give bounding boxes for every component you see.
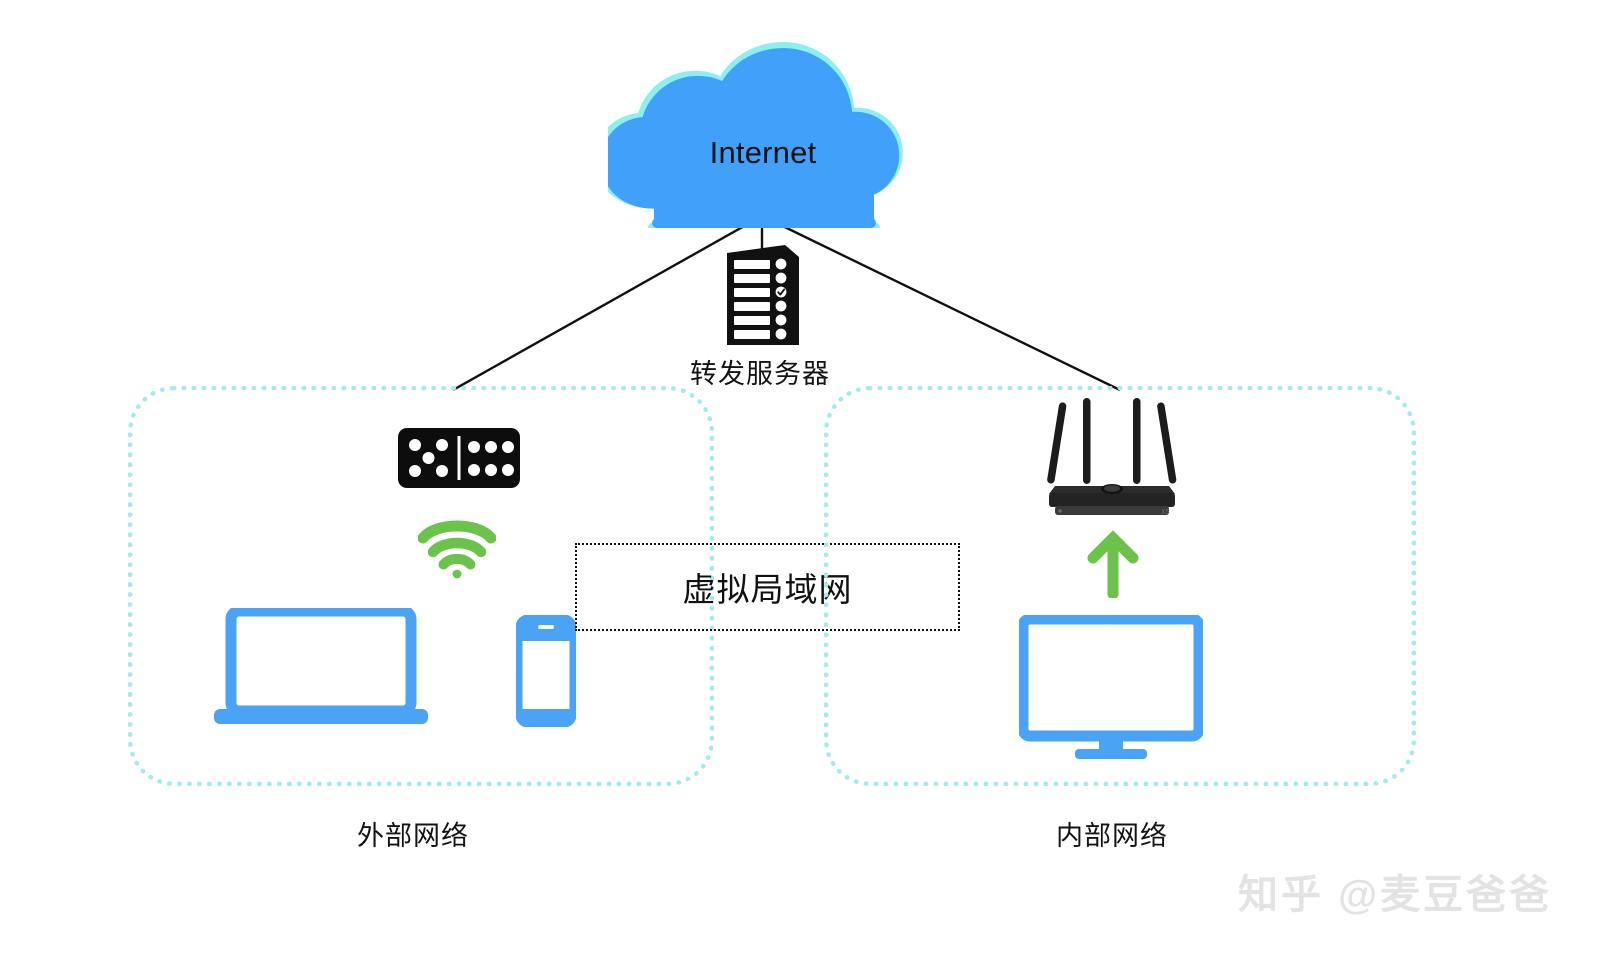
wifi-icon[interactable] [417, 518, 497, 580]
internet-label: Internet [709, 135, 817, 170]
desktop-monitor-icon[interactable] [1017, 613, 1205, 763]
vlan-box: 虚拟局域网 [575, 543, 960, 631]
server-rack-icon [727, 245, 799, 345]
internal-network-label: 内部网络 [1056, 821, 1168, 851]
smartphone-icon[interactable] [515, 614, 577, 728]
external-network-label: 外部网络 [357, 821, 469, 851]
upload-arrow-icon [1087, 530, 1139, 600]
monitor-device-icon [1017, 613, 1205, 759]
internet-cloud[interactable]: Internet [595, 38, 918, 234]
forwarding-server-icon[interactable] [725, 243, 801, 347]
router-icon[interactable]: X5 [1039, 394, 1185, 519]
internal-network-zone [824, 386, 1416, 786]
svg-text:X5: X5 [1161, 509, 1170, 516]
laptop-device-icon [214, 605, 428, 724]
wifi-router-icon: X5 [1047, 398, 1177, 516]
switch-icon[interactable] [398, 428, 520, 488]
external-network-zone [128, 386, 714, 786]
forwarding-server-label: 转发服务器 [690, 359, 830, 389]
smartphone-device-icon [515, 614, 577, 728]
watermark: 知乎 @麦豆爸爸 [1238, 873, 1553, 917]
laptop-icon[interactable] [212, 605, 430, 730]
vlan-label: 虚拟局域网 [682, 571, 853, 608]
up-arrow-icon [1087, 530, 1139, 600]
domino-switch-icon [398, 428, 520, 488]
wifi-signal-icon [417, 520, 497, 579]
